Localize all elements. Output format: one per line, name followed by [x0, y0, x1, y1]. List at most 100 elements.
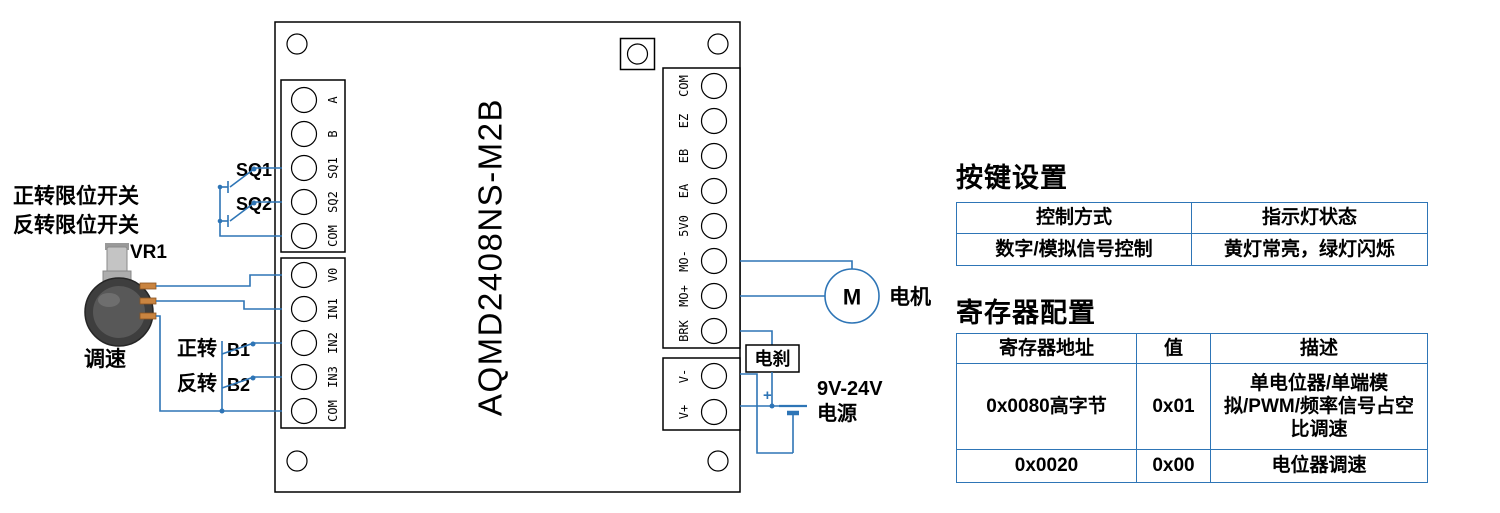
forward-label: 正转	[177, 336, 217, 360]
switch-lever	[221, 377, 252, 389]
terminal	[700, 107, 728, 135]
mounting-hole	[707, 450, 729, 472]
button-settings-table: 控制方式 指示灯状态 数字/模拟信号控制 黄灯常亮，绿灯闪烁	[956, 202, 1428, 266]
motor-label: 电机	[889, 285, 931, 309]
terminal	[700, 212, 728, 240]
set-button-cap	[626, 43, 649, 65]
terminal	[290, 295, 318, 323]
switch-lever	[229, 202, 255, 222]
terminal-label: V-	[677, 369, 691, 383]
terminal-block	[662, 357, 741, 431]
pot-pin	[139, 282, 157, 290]
pot-pin	[139, 312, 157, 320]
terminal	[700, 362, 728, 390]
terminal	[700, 282, 728, 310]
terminal	[290, 397, 318, 425]
junction-dot	[217, 184, 223, 190]
analog-wiring	[156, 274, 282, 412]
terminal	[700, 247, 728, 275]
table-cell: 0x01	[1137, 364, 1211, 450]
col-header: 指示灯状态	[1192, 203, 1427, 234]
col-header: 寄存器地址	[957, 334, 1137, 364]
board-model-label: AQMD2408NS-M2B	[472, 98, 509, 416]
wire	[219, 187, 282, 237]
terminal-label: MO-	[677, 250, 691, 272]
table-cell: 黄灯常亮，绿灯闪烁	[1223, 238, 1395, 260]
table-cell: 0x0020	[957, 450, 1137, 482]
switch-lever	[229, 168, 255, 188]
terminal	[700, 72, 728, 100]
battery-plus-sign: +	[763, 387, 772, 404]
terminal	[290, 261, 318, 289]
right-top-terminal-block: COM EZ EB EA 5V0 MO- MO+ BRK	[662, 67, 741, 349]
terminal	[290, 86, 318, 114]
junction-dot	[251, 200, 257, 206]
button-settings-title: 按键设置	[956, 163, 1068, 193]
junction-dot	[251, 166, 257, 172]
terminal	[700, 177, 728, 205]
col-header: 控制方式	[957, 203, 1192, 234]
mounting-hole	[286, 33, 308, 55]
limit-switches: 正转限位开关 反转限位开关 SQ1 SQ2	[13, 160, 282, 237]
reverse-label: 反转	[177, 371, 217, 395]
terminal-label: V+	[677, 405, 691, 419]
terminal	[290, 188, 318, 216]
brake-box	[745, 344, 800, 373]
forward-limit-label: 正转限位开关	[13, 184, 139, 208]
vr1-label: VR1	[130, 242, 167, 263]
speed-label: 调速	[84, 348, 126, 371]
register-config-title: 寄存器配置	[956, 298, 1096, 328]
reverse-limit-label: 反转限位开关	[13, 213, 139, 237]
terminal-label: IN1	[326, 298, 340, 320]
terminal	[700, 142, 728, 170]
terminal-label: EB	[677, 149, 691, 163]
brake: 电刹	[740, 330, 800, 409]
wire	[156, 274, 282, 287]
col-header: 描述	[1211, 334, 1427, 364]
motor-m: M	[843, 285, 861, 310]
table-cell: 0x0080高字节	[957, 364, 1137, 450]
terminal-label: A	[326, 96, 340, 104]
junction-dot	[217, 218, 223, 224]
terminal	[290, 363, 318, 391]
wire	[156, 300, 282, 310]
terminal-label: EZ	[677, 114, 691, 128]
motor-symbol	[824, 268, 880, 324]
table-cell: 单电位器/单端模拟/PWM/频率信号占空比调速	[1211, 364, 1427, 450]
mounting-hole	[286, 450, 308, 472]
wiring-diagram: AQMD2408NS-M2B A B SQ1 SQ2 COM V0 IN1 IN…	[13, 21, 931, 493]
pot-body-inner	[93, 286, 145, 338]
terminal-block	[662, 67, 741, 349]
direction-buttons: 正转 B1 反转 B2	[177, 336, 282, 414]
col-header: 值	[1137, 334, 1211, 364]
table-cell: 电位器调速	[1271, 455, 1367, 477]
terminal-label: 5V0	[677, 215, 691, 237]
register-config-table: 寄存器地址 值 描述 0x0080高字节 0x01 单电位器/单端模拟/PWM/…	[956, 333, 1428, 483]
terminal-label: EA	[677, 183, 691, 198]
wire	[156, 315, 282, 412]
b1-label: B1	[227, 340, 250, 360]
left-top-terminal-block: A B SQ1 SQ2 COM	[280, 79, 346, 253]
terminal-label: COM	[326, 225, 340, 247]
power-supply: + 9V-24V 电源	[740, 373, 883, 454]
left-bottom-terminal-block: V0 IN1 IN2 IN3 COM	[280, 257, 346, 429]
terminal	[700, 398, 728, 426]
terminal	[700, 317, 728, 345]
junction-dot	[250, 341, 256, 347]
terminal-label: BRK	[677, 319, 691, 341]
junction-dot	[250, 375, 256, 381]
terminal-label: COM	[677, 75, 691, 97]
brake-label: 电刹	[755, 348, 791, 369]
power-terminal-block: V- V+	[662, 357, 741, 431]
pot-pin	[139, 297, 157, 305]
table-cell: 0x00	[1137, 450, 1211, 482]
terminal-label: V0	[326, 268, 340, 282]
table-cell: 数字/模拟信号控制	[957, 234, 1192, 265]
wire	[740, 330, 773, 345]
wire	[740, 373, 793, 454]
pot-shaft	[106, 246, 128, 274]
power-label: 电源	[817, 402, 857, 425]
wire	[740, 260, 853, 269]
terminal	[290, 154, 318, 182]
